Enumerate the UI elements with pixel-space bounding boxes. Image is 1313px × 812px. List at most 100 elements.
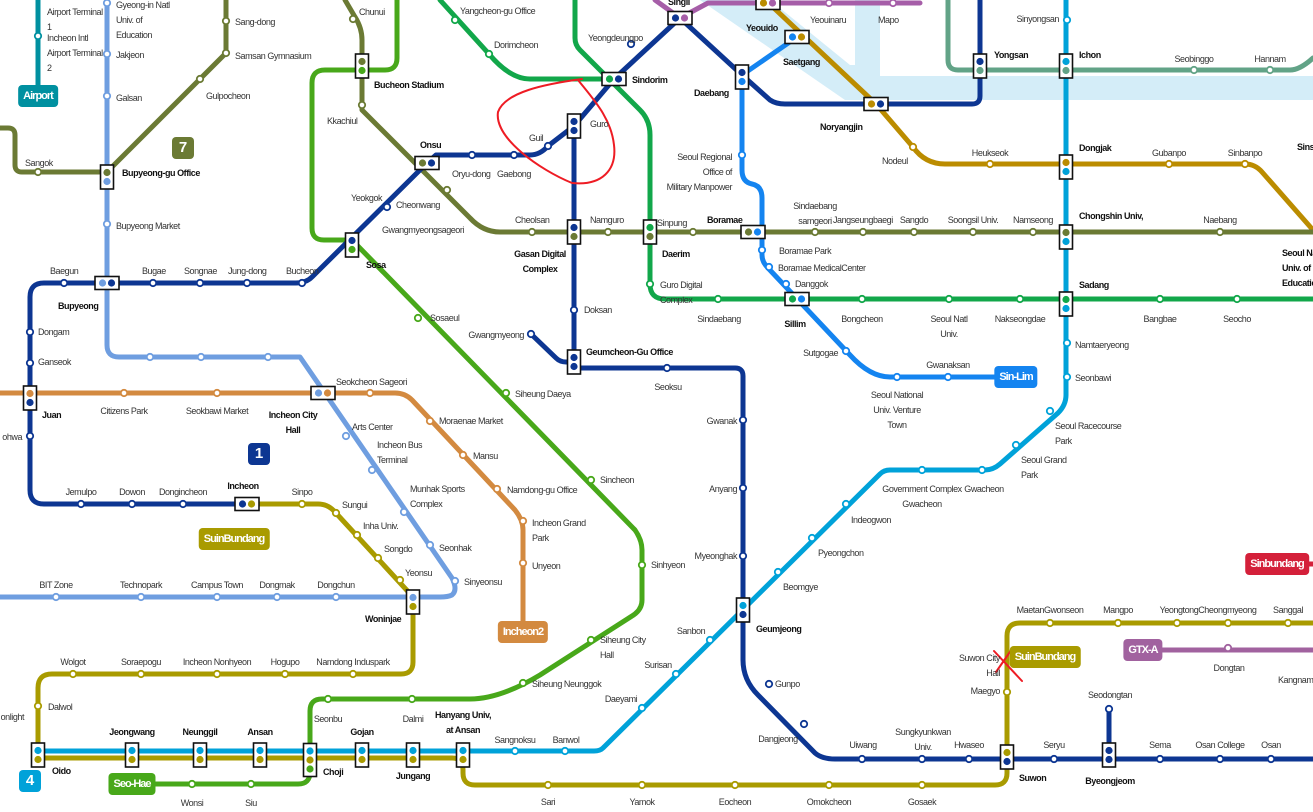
station-label[interactable]: Dongincheon <box>158 487 208 497</box>
station-dot[interactable] <box>1215 227 1225 237</box>
station-label[interactable]: Baegun <box>50 266 79 276</box>
station-label[interactable]: Sangnoksu <box>494 735 536 745</box>
station-label[interactable]: Hannam <box>1254 54 1286 64</box>
station-dot[interactable] <box>586 475 596 485</box>
station-label[interactable]: Seoul National Univ. Venture Town <box>870 390 924 430</box>
station-label[interactable]: Sosaeul <box>430 313 460 323</box>
station-dot[interactable] <box>341 431 351 441</box>
transfer-station[interactable] <box>1058 53 1074 79</box>
station-dot[interactable] <box>1015 294 1025 304</box>
station-dot[interactable] <box>730 780 740 790</box>
station-dot[interactable] <box>450 15 460 25</box>
station-dot[interactable] <box>348 14 358 24</box>
station-dot[interactable] <box>586 635 596 645</box>
station-dot[interactable] <box>1045 618 1055 628</box>
station-label[interactable]: Seoul Regional Office of Military Manpow… <box>666 152 733 192</box>
station-dot[interactable] <box>1215 754 1225 764</box>
airport-badge[interactable]: Airport <box>18 85 58 107</box>
station-label[interactable]: Neunggil <box>182 727 218 737</box>
station-dot[interactable] <box>518 516 528 526</box>
station-dot[interactable] <box>1062 15 1072 25</box>
station-label[interactable]: Seonhak <box>439 543 472 553</box>
station-label[interactable]: Daeyami <box>604 694 638 704</box>
station-dot[interactable] <box>395 575 405 585</box>
station-label[interactable]: Gwangmyeong <box>468 330 524 340</box>
station-label[interactable]: Hanyang Univ, at Ansan <box>435 710 491 735</box>
station-label[interactable]: Danggok <box>795 279 828 289</box>
station-label[interactable]: Sosa <box>366 260 386 270</box>
transfer-station[interactable] <box>740 224 766 240</box>
station-label[interactable]: Siheung Neunggok <box>532 679 602 689</box>
station-label[interactable]: Boramae MedicalCenter <box>778 263 866 273</box>
station-dot[interactable] <box>1062 372 1072 382</box>
station-dot[interactable] <box>713 294 723 304</box>
station-label[interactable]: Munhak Sports Complex <box>410 484 465 509</box>
station-dot[interactable] <box>492 484 502 494</box>
station-dot[interactable] <box>518 678 528 688</box>
suin-bundang-badge[interactable]: SuinBundang <box>198 528 270 550</box>
station-dot[interactable] <box>543 780 553 790</box>
station-dot[interactable] <box>737 150 747 160</box>
station-dot[interactable] <box>365 388 375 398</box>
station-label[interactable]: Chongshin Univ, <box>1079 211 1144 221</box>
station-label[interactable]: Woninjae <box>365 614 402 624</box>
station-label[interactable]: Gojan <box>350 727 374 737</box>
station-dot[interactable] <box>773 567 783 577</box>
station-label[interactable]: Gasan Digital Complex <box>514 249 566 274</box>
station-label[interactable]: Seoul Grand Park <box>1021 455 1067 480</box>
station-dot[interactable] <box>25 327 35 337</box>
station-label[interactable]: Namtaeryeong <box>1075 340 1129 350</box>
station-label[interactable]: Dongmak <box>259 580 295 590</box>
station-label[interactable]: Sanbon <box>676 626 706 636</box>
station-label[interactable]: Sinyongsan <box>1016 14 1059 24</box>
station-dot[interactable] <box>212 388 222 398</box>
station-dot[interactable] <box>1002 687 1012 697</box>
station-dot[interactable] <box>1104 704 1114 714</box>
station-dot[interactable] <box>246 779 256 789</box>
station-label[interactable]: Jungang <box>395 771 431 781</box>
station-label[interactable]: Jangseungbaegi <box>833 215 893 225</box>
station-label[interactable]: Gunpo <box>775 679 800 689</box>
station-dot[interactable] <box>407 694 417 704</box>
station-dot[interactable] <box>1164 159 1174 169</box>
station-dot[interactable] <box>807 533 817 543</box>
station-label[interactable]: Yeongdeungpo <box>588 33 643 43</box>
station-label[interactable]: Bupyeong-gu Office <box>122 168 200 178</box>
station-label[interactable]: Sindaebang <box>697 314 741 324</box>
station-label[interactable]: onlight <box>0 712 25 722</box>
transfer-station[interactable] <box>94 275 120 291</box>
station-dot[interactable] <box>1266 754 1276 764</box>
station-dot[interactable] <box>297 278 307 288</box>
station-label[interactable]: Boramae Park <box>779 246 832 256</box>
station-label[interactable]: Cheolsan <box>515 215 550 225</box>
station-label[interactable]: Gubanpo <box>1152 148 1186 158</box>
station-label[interactable]: Singil <box>668 0 690 7</box>
transfer-station[interactable] <box>30 742 46 768</box>
station-dot[interactable] <box>527 227 537 237</box>
station-dot[interactable] <box>212 669 222 679</box>
station-label[interactable]: Dongam <box>38 327 70 337</box>
station-dot[interactable] <box>810 227 820 237</box>
station-label[interactable]: Soraepogu <box>121 657 161 667</box>
station-label[interactable]: Sindorim <box>632 75 668 85</box>
station-dot[interactable] <box>450 576 460 586</box>
station-label[interactable]: Kkachiul <box>327 116 358 126</box>
station-label[interactable]: Namdong-gu Office <box>507 485 578 495</box>
station-dot[interactable] <box>467 150 477 160</box>
station-label[interactable]: Campus Town <box>191 580 243 590</box>
transfer-station[interactable] <box>192 742 208 768</box>
station-label[interactable]: Dorimcheon <box>494 40 539 50</box>
transfer-station[interactable] <box>999 744 1015 770</box>
station-dot[interactable] <box>373 553 383 563</box>
station-dot[interactable] <box>501 388 511 398</box>
station-label[interactable]: Moraenae Market <box>439 416 503 426</box>
station-label[interactable]: Soongsil Univ. <box>947 215 999 225</box>
station-label[interactable]: Sinpo <box>291 487 313 497</box>
station-label[interactable]: Citizens Park <box>100 406 148 416</box>
transfer-station[interactable] <box>1058 154 1074 180</box>
transfer-station[interactable] <box>566 349 582 375</box>
station-label[interactable]: Ansan <box>247 727 273 737</box>
station-label[interactable]: Onsu <box>420 140 442 150</box>
station-label[interactable]: Surisan <box>644 660 672 670</box>
station-label[interactable]: YeongtongCheongmyeong <box>1159 605 1257 615</box>
